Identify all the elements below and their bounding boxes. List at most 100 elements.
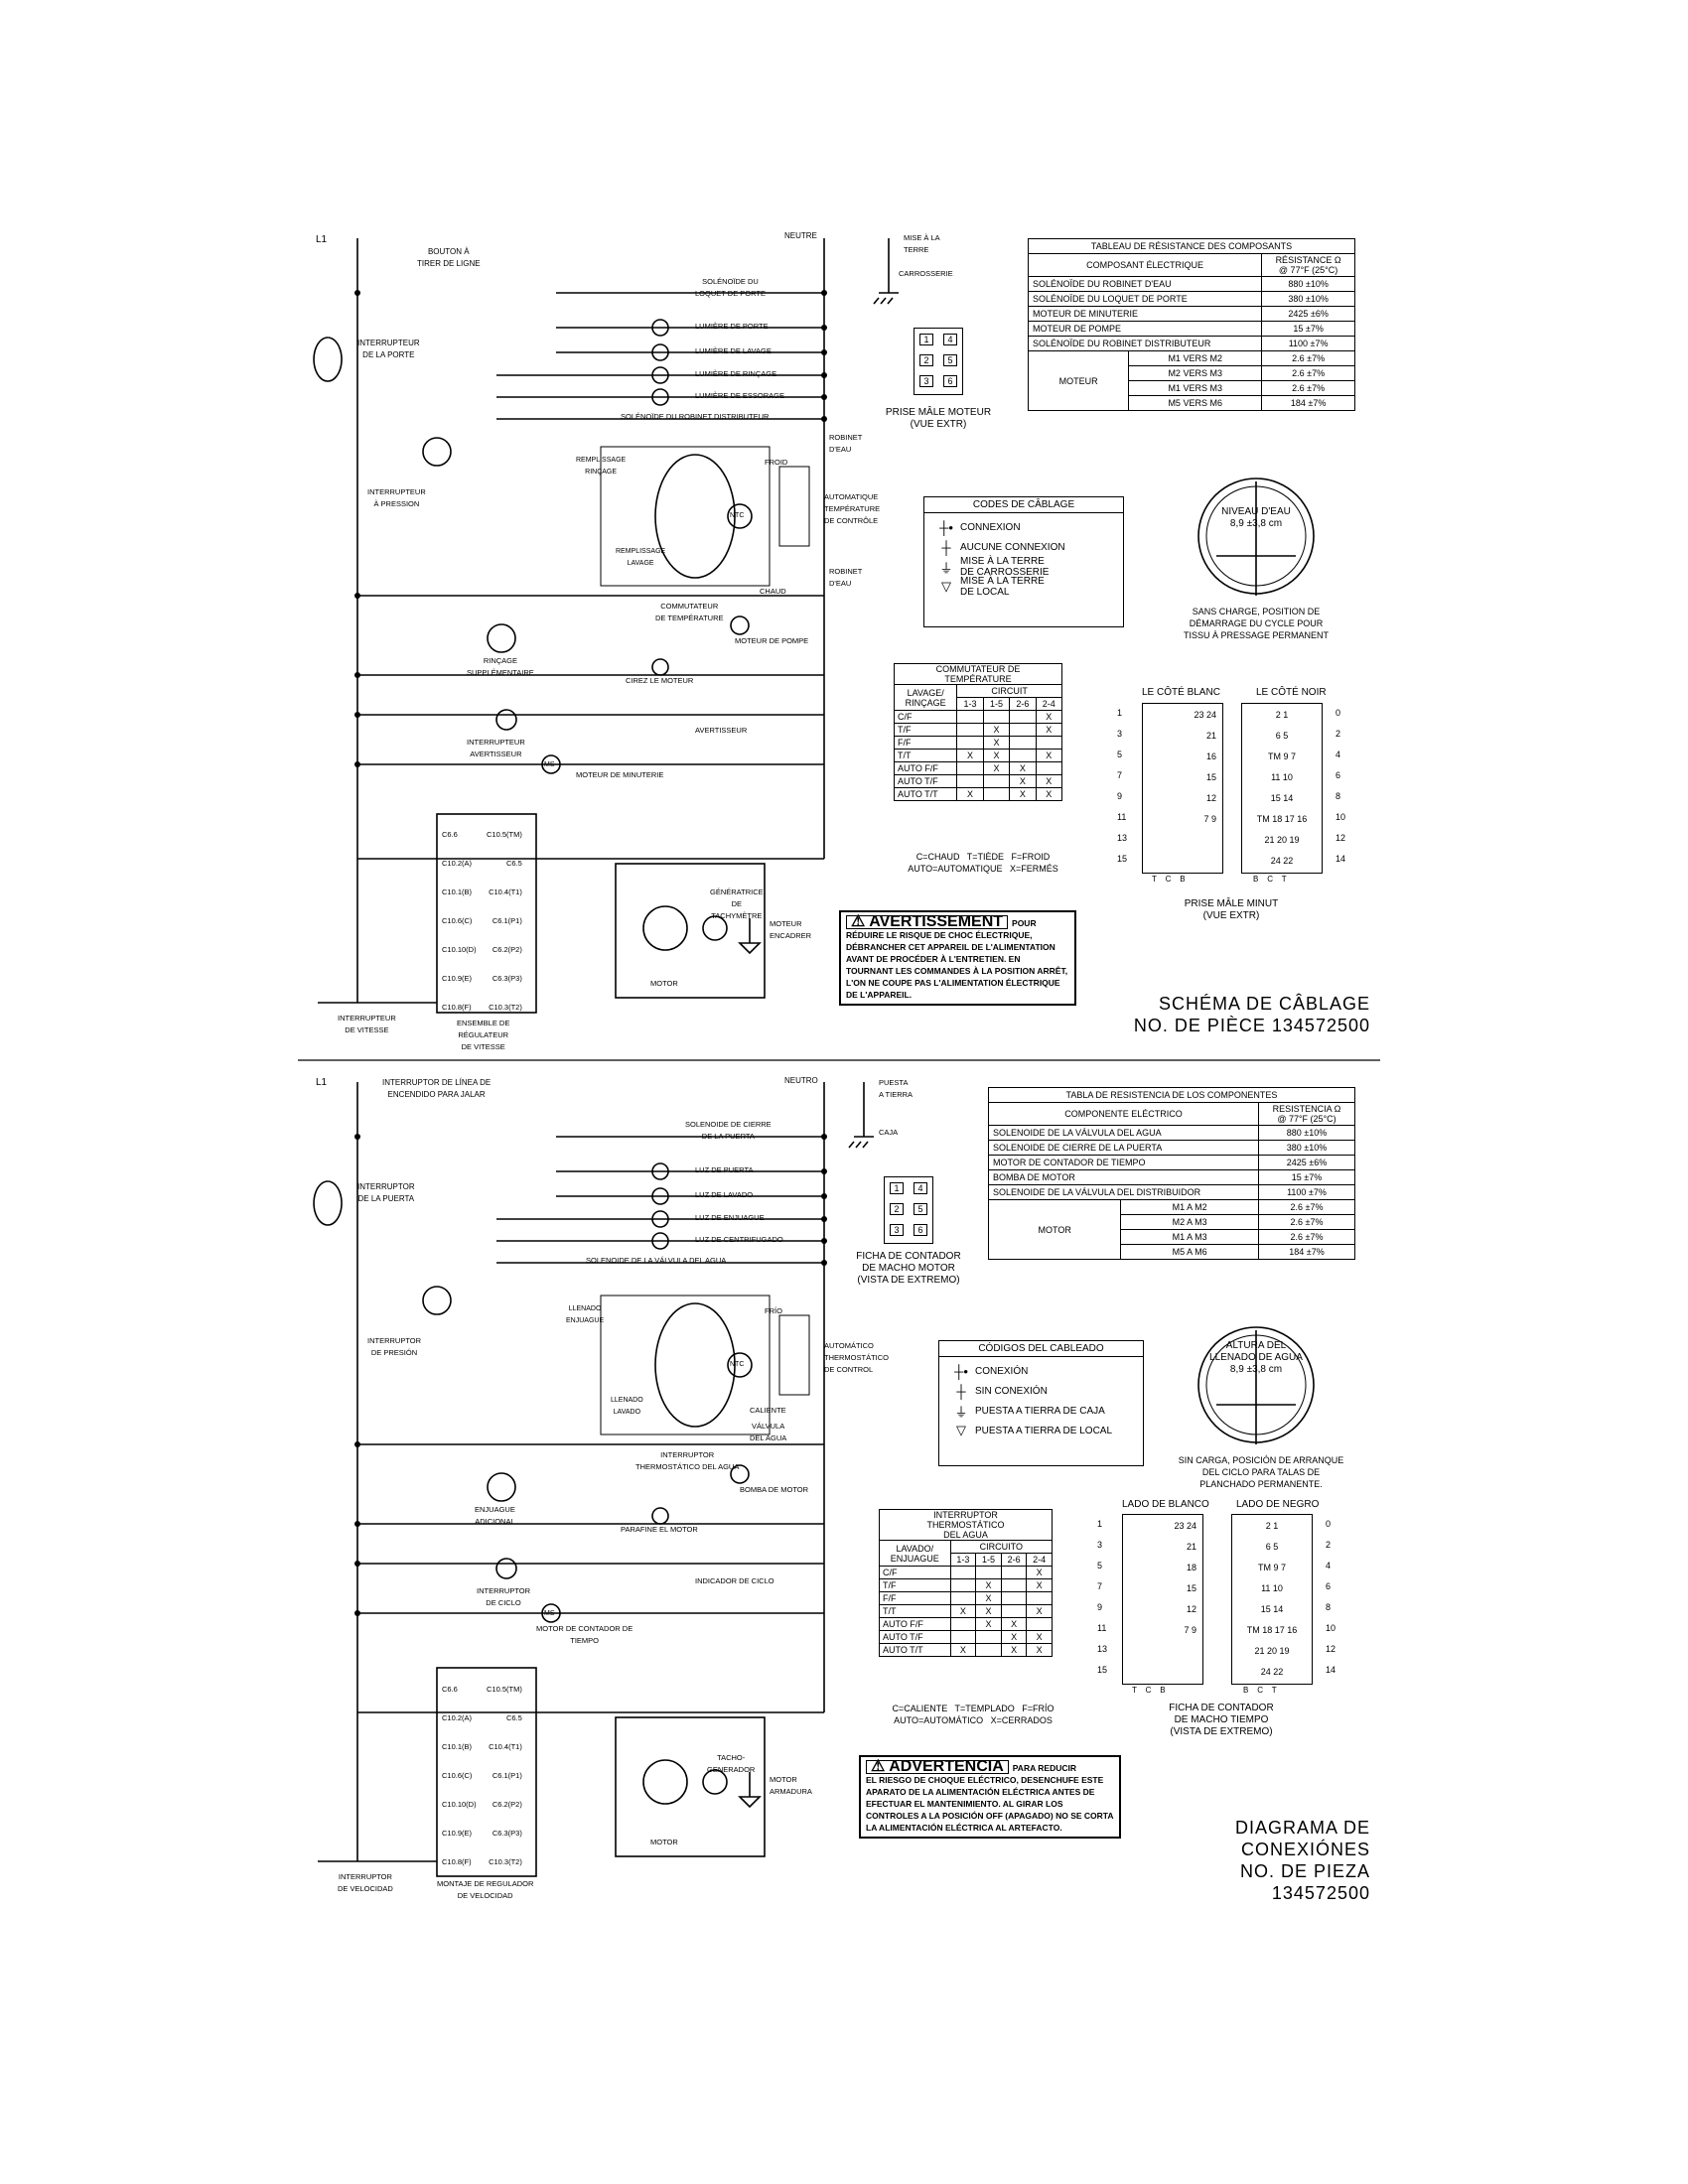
thermo-label-es: AUTOMÁTICO THERMOSTÁTICO DE CONTROL <box>824 1341 889 1374</box>
resistance-component: SOLENOIDE DE LA VÁLVULA DEL AGUA <box>988 1125 1259 1141</box>
timer-pin-white: 7 9 <box>1184 1624 1196 1635</box>
pressure-switch-label-es: INTERRUPTOR DE PRESIÓN <box>367 1336 422 1357</box>
temp-col-head: 2-6 <box>1009 697 1037 711</box>
schematic-french <box>298 238 1380 1061</box>
temp-contact: X <box>1026 1578 1053 1592</box>
terminal-left: C10.8(F) <box>442 1857 472 1866</box>
warning-text: RÉDUIRE LE RISQUE DE CHOC ÉLECTRIQUE, DÉ… <box>846 930 1068 1000</box>
temp-contact <box>975 1566 1002 1579</box>
connection-icon: ┼• <box>939 519 953 535</box>
wiring-code-label: PUESTA A TIERRA DE LOCAL <box>975 1425 1113 1436</box>
buzzer-switch-label-es: INTERRUPTOR DE CICLO <box>477 1586 531 1607</box>
temp-col-head: 1-3 <box>956 697 984 711</box>
wiring-code-label: CONEXIÓN <box>975 1365 1029 1377</box>
terminal-left: C10.10(D) <box>442 945 477 954</box>
motor-label: MOTOR <box>650 979 678 988</box>
timer-pin-white: 23 24 <box>1194 709 1216 720</box>
temp-setting: AUTO T/F <box>879 1630 951 1644</box>
resistance-component: MOTEUR DE MINUTERIE <box>1027 306 1263 322</box>
resistance-table-fr: TABLEAU DE RÉSISTANCE DES COMPOSANTS COM… <box>1027 238 1355 411</box>
motor-value: 2.6 ±7% <box>1257 1214 1356 1230</box>
motor-pair: M1 A M2 <box>1120 1199 1259 1215</box>
terminal-right: C6.2(P2) <box>492 945 522 954</box>
temp-contact: X <box>1035 787 1063 801</box>
resistance-value: 380 ±10% <box>1261 291 1355 307</box>
temp-contact <box>1009 749 1037 762</box>
extra-rinse-label: RINÇAGE SUPPLÉMENTAIRE <box>467 656 534 677</box>
ms-label: MS <box>544 761 555 768</box>
temp-contact <box>956 723 984 737</box>
temp-contact <box>1000 1604 1028 1618</box>
timer-pin-black: TM 9 7 <box>1257 1562 1286 1572</box>
timer-pin-number: 0 <box>1336 708 1341 718</box>
door-switch-label-es: INTERRUPTOR DE LA PUERTA <box>357 1182 415 1203</box>
terminal-right: C6.5 <box>506 859 522 868</box>
cold-label-es: FRÍO <box>765 1306 782 1315</box>
terminal-left: C10.2(A) <box>442 859 473 868</box>
temp-setting: T/F <box>879 1578 951 1592</box>
water-level-label: NIVEAU D'EAU 8,9 ±3,8 cm <box>1221 506 1291 529</box>
temp-setting: AUTO T/F <box>893 774 958 788</box>
timer-pin-number: 0 <box>1326 1519 1332 1529</box>
extra-rinse-label-es: ENJUAGUE ADICIONAL <box>475 1505 515 1526</box>
temp-contact <box>1035 736 1063 750</box>
timer-pin-number: 5 <box>1097 1561 1103 1570</box>
timer-pin-number: 8 <box>1336 791 1341 801</box>
temp-contact: X <box>975 1591 1002 1605</box>
timer-pin-number: 13 <box>1097 1644 1108 1654</box>
door-lock-label: SOLÉNOÏDE DU LOQUET DE PORTE <box>695 277 766 298</box>
door-lock-label-es: SOLENOIDE DE CIERRE DE LA PUERTA <box>685 1120 772 1141</box>
resistance-value: 380 ±10% <box>1257 1140 1356 1156</box>
motor-plug-caption: PRISE MÂLE MOTEUR (VUE EXTR) <box>885 407 992 430</box>
terminal-left: C10.9(E) <box>442 1829 473 1838</box>
terminal-right: C10.4(T1) <box>489 1742 522 1751</box>
wash-light-label-es: LUZ DE LAVADO <box>695 1190 754 1199</box>
timer-pin-number: 12 <box>1336 833 1346 843</box>
motor-value: 184 ±7% <box>1261 395 1355 411</box>
warning-header-text: AVERTISSEMENT <box>869 913 1004 930</box>
temp-contact: X <box>949 1604 977 1618</box>
resistance-component: MOTOR DE CONTADOR DE TIEMPO <box>988 1155 1259 1170</box>
timer-pin-number: 3 <box>1097 1540 1103 1550</box>
wiring-code-label: CONNEXION <box>960 521 1021 533</box>
wiring-codes-title-es: CÓDIGOS DEL CABLEADO <box>939 1341 1143 1357</box>
temp-contact <box>1000 1566 1028 1579</box>
wash-light-label: LUMIÈRE DE LAVAGE <box>695 346 772 355</box>
wiring-code-row: ▽MISE À LA TERRE DE LOCAL <box>932 576 1115 598</box>
plug-pin: 2 <box>919 353 933 366</box>
temp-contact <box>956 774 984 788</box>
temp-contact: X <box>982 723 1011 737</box>
wiring-code-row: ⏚PUESTA A TIERRA DE CAJA <box>947 1401 1135 1421</box>
temp-contact <box>949 1578 977 1592</box>
black-bottom: B C T <box>1253 875 1287 884</box>
temp-switch-legend: C=CHAUD T=TIÈDE F=FROID AUTO=AUTOMATIQUE… <box>908 852 1058 874</box>
schematic-spanish <box>313 1082 874 1877</box>
wiring-code-row: ▽PUESTA A TIERRA DE LOCAL <box>947 1421 1135 1440</box>
wax-motor-label-es: PARAFINE EL MOTOR <box>621 1525 698 1534</box>
motor-label-es: MOTOR <box>650 1838 678 1846</box>
plug-pin: 6 <box>943 374 957 387</box>
timer-pin-number: 13 <box>1117 833 1128 843</box>
col-component-es: COMPONENTE ELÉCTRICO <box>988 1102 1259 1126</box>
timer-pin-number: 9 <box>1117 791 1123 801</box>
terminal-left: C10.6(C) <box>442 916 473 925</box>
temp-contact <box>975 1630 1002 1644</box>
timer-motor-label-es: MOTOR DE CONTADOR DE TIEMPO <box>536 1624 633 1645</box>
timer-pin-number: 1 <box>1117 708 1123 718</box>
temp-contact <box>949 1617 977 1631</box>
timer-pin-number: 15 <box>1117 854 1128 864</box>
temp-contact: X <box>1035 723 1063 737</box>
temp-switch-title: COMMUTATEUR DE TEMPÉRATURE <box>894 663 1062 685</box>
line-button-label: BOUTON À TIRER DE LIGNE <box>417 247 481 268</box>
